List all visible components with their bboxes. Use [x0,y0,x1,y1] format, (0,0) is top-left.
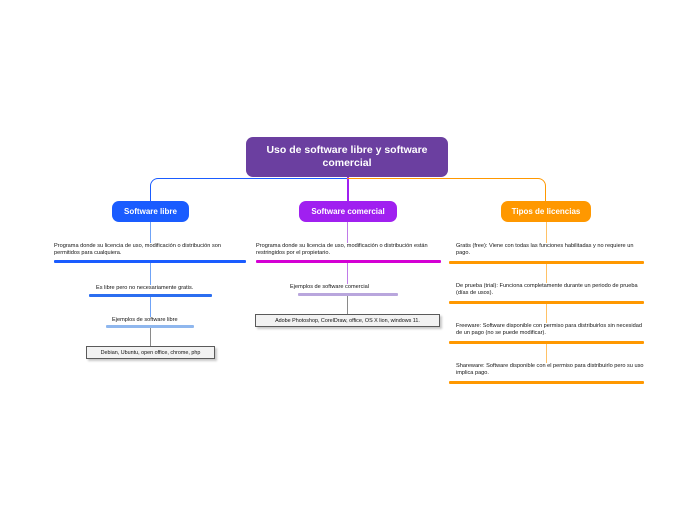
licencias-node-text-2[interactable]: De prueba (trial): Funciona completament… [456,283,638,297]
licencias-node-bar-3 [449,341,644,345]
licencias-node-bar-1 [449,261,644,265]
comercial-node-text-1[interactable]: Programa donde su licencia de uso, modif… [256,243,428,257]
libre-node-text-3[interactable]: Ejemplos de software libre [112,317,178,323]
licencias-node-text-1[interactable]: Gratis (free): Viene con todas las funci… [456,243,634,257]
comercial-node-text-2[interactable]: Ejemplos de software comercial [290,284,369,290]
connector-licencias-2 [546,264,548,283]
connector-root-to-tipos-de-licencias [347,178,546,201]
libre-node-text-2[interactable]: Es libre pero no necesariamente gratis. [96,285,194,291]
comercial-node-bar-2 [298,293,398,296]
libre-node-bar-2 [89,294,212,297]
connector-root-to-software-comercial [347,177,349,201]
connector-comercial-leaf [347,296,349,314]
libre-node-text-1[interactable]: Programa donde su licencia de uso, modif… [54,243,221,257]
licencias-node-text-3[interactable]: Freeware: Software disponible con permis… [456,323,642,337]
libre-leaf-box[interactable]: Debian, Ubuntu, open office, chrome, php [86,346,215,359]
licencias-node-bar-2 [449,301,644,305]
branch-node-software-libre[interactable]: Software libre [112,201,189,222]
branch-node-software-comercial[interactable]: Software comercial [299,201,397,222]
connector-licencias-4 [546,344,548,363]
connector-libre-3 [150,297,152,317]
connector-libre-1 [150,222,152,243]
connector-libre-2 [150,263,152,285]
connector-licencias-1 [546,222,548,243]
libre-node-bar-3 [106,325,194,328]
root-node[interactable]: Uso de software libre y software comerci… [246,137,448,177]
connector-licencias-3 [546,304,548,323]
libre-node-bar-1 [54,260,246,264]
licencias-node-bar-4 [449,381,644,385]
connector-comercial-2 [347,263,349,284]
connector-libre-leaf [150,328,152,346]
connector-root-to-software-libre [150,178,348,201]
connector-comercial-1 [347,222,349,243]
comercial-leaf-box[interactable]: Adobe Photoshop, CorelDraw, office, OS X… [255,314,440,327]
comercial-node-bar-1 [256,260,441,264]
branch-node-tipos-de-licencias[interactable]: Tipos de licencias [501,201,591,222]
licencias-node-text-4[interactable]: Shareware: Software disponible con el pe… [456,363,644,377]
